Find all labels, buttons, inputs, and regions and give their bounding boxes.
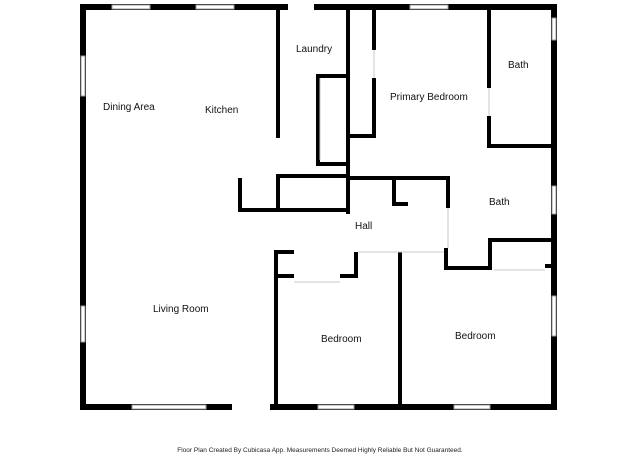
wall-primary-closet-bottom <box>350 134 376 138</box>
wall-counter-bottom <box>238 208 350 212</box>
wall-bath-mid-left <box>446 176 450 208</box>
wall-hall-closet-bottom <box>392 202 408 206</box>
window-left-2 <box>80 305 86 343</box>
room-label-laundry: Laundry <box>296 44 333 55</box>
wall-bedroom1-closet-bottom <box>278 274 294 278</box>
wall-bath-mid-left-2 <box>444 248 448 270</box>
wall-hall-closet-left <box>392 176 396 206</box>
wall-counter-mid <box>276 176 280 212</box>
door-gap-bottom <box>232 404 270 410</box>
wall-counter-top <box>276 174 350 178</box>
wall-closet-inner <box>346 4 350 214</box>
wall-bedroom-divider <box>398 252 402 410</box>
wall-laundry-bottom <box>316 74 348 78</box>
room-label-living: Living Room <box>153 304 209 315</box>
window-left-1 <box>80 55 86 97</box>
wall-primary-bath-2 <box>487 116 491 146</box>
room-label-dining: Dining Area <box>103 102 155 113</box>
wall-primary-closet <box>372 4 376 50</box>
window-right-2 <box>551 185 557 215</box>
wall-primary-bottom <box>350 176 450 180</box>
wall-closet-left <box>316 74 320 164</box>
wall-outer-left <box>80 4 86 410</box>
wall-bath-mid-step <box>488 238 492 270</box>
wall-closet-bottom <box>316 162 348 166</box>
wall-bedroom1-top <box>274 250 294 254</box>
wall-bedroom1-closet-right <box>354 252 358 278</box>
wall-outer-top <box>80 4 557 10</box>
window-top-3 <box>409 4 449 10</box>
door-gap-top <box>288 4 314 10</box>
room-label-primary-bedroom: Primary Bedroom <box>390 92 468 103</box>
room-label-bath-mid: Bath <box>489 197 510 208</box>
door-lines <box>294 50 545 283</box>
window-bottom-2 <box>317 404 355 410</box>
walls <box>80 4 557 410</box>
room-label-bedroom-2: Bedroom <box>455 331 496 342</box>
footer-disclaimer: Floor Plan Created By Cubicasa App. Meas… <box>177 447 463 454</box>
wall-bedroom1-left <box>274 252 278 410</box>
room-label-kitchen: Kitchen <box>205 105 239 116</box>
window-right-1 <box>551 17 557 41</box>
window-bottom-1 <box>131 404 207 410</box>
windows <box>80 4 557 410</box>
wall-counter-left <box>238 178 242 212</box>
room-label-bath-top: Bath <box>508 60 529 71</box>
window-bottom-3 <box>453 404 491 410</box>
room-label-bedroom-1: Bedroom <box>321 334 362 345</box>
wall-kitchen-laundry <box>276 4 280 138</box>
window-right-3 <box>551 295 557 337</box>
room-label-hall: Hall <box>355 221 373 232</box>
wall-bath-mid-bottom <box>444 266 492 270</box>
wall-bath-top-bottom <box>487 144 557 148</box>
window-top-1 <box>111 4 151 10</box>
wall-bath-mid-step-top <box>488 238 557 242</box>
window-top-2 <box>195 4 235 10</box>
wall-closet-bed2 <box>545 264 557 268</box>
wall-bedroom1-closet-bottom-2 <box>340 274 358 278</box>
wall-primary-closet-2 <box>372 78 376 138</box>
wall-primary-bath <box>487 4 491 88</box>
